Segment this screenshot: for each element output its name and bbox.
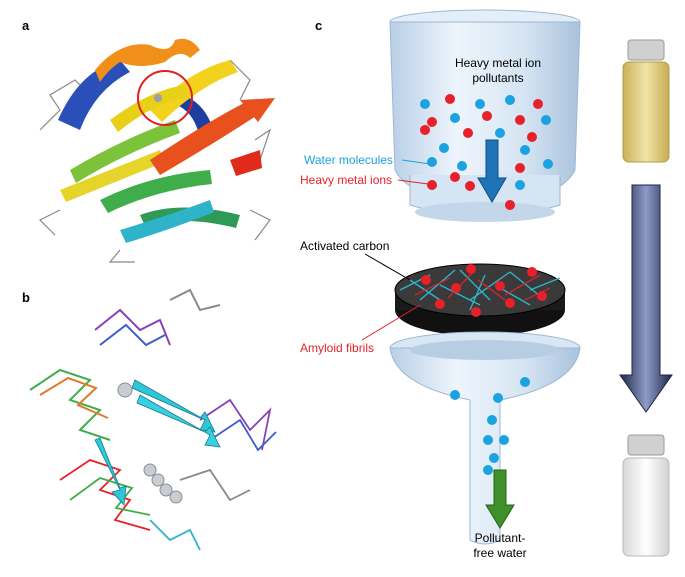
panel-b: b [22, 288, 277, 551]
process-arrow-large [619, 184, 673, 413]
label-water-molecules: Water molecules [304, 153, 393, 167]
leader-activated-carbon [364, 253, 411, 281]
label-pollutant-free-line2: free water [473, 546, 526, 560]
amyloid-stick-structure [29, 288, 277, 551]
leader-water-molecules [401, 159, 431, 165]
vial-contaminated [622, 39, 670, 163]
label-amyloid-fibrils: Amyloid fibrils [300, 341, 374, 355]
label-heavy-metal-ions: Heavy metal ions [300, 173, 392, 187]
leader-amyloid-fibrils [361, 304, 421, 341]
flow-arrow-blue [477, 139, 507, 203]
label-heavy-metal-ion-pollutants-line2: pollutants [472, 71, 523, 85]
molecule-cloud-lower [450, 377, 530, 481]
panel-label-a: a [22, 18, 30, 33]
panel-label-b: b [22, 290, 30, 305]
label-heavy-metal-ion-pollutants-line1: Heavy metal ion [455, 56, 541, 70]
amyloid-fibril-network [399, 264, 561, 317]
protein-ribbon-structure [38, 38, 275, 263]
label-pollutant-free-line1: Pollutant- [475, 531, 526, 545]
leader-heavy-metal-ions [397, 179, 429, 185]
upper-filter-vessel [389, 9, 581, 222]
flow-arrow-green [485, 469, 515, 529]
binding-site-circle [137, 70, 193, 126]
panel-a: a [22, 18, 275, 263]
vial-clean [622, 434, 670, 557]
panel-label-c: c [315, 18, 322, 33]
panel-c: c [300, 9, 673, 560]
metal-ion-sphere [154, 94, 162, 102]
label-activated-carbon: Activated carbon [300, 239, 389, 253]
molecule-cloud-upper [420, 94, 553, 210]
lower-funnel [389, 331, 581, 545]
